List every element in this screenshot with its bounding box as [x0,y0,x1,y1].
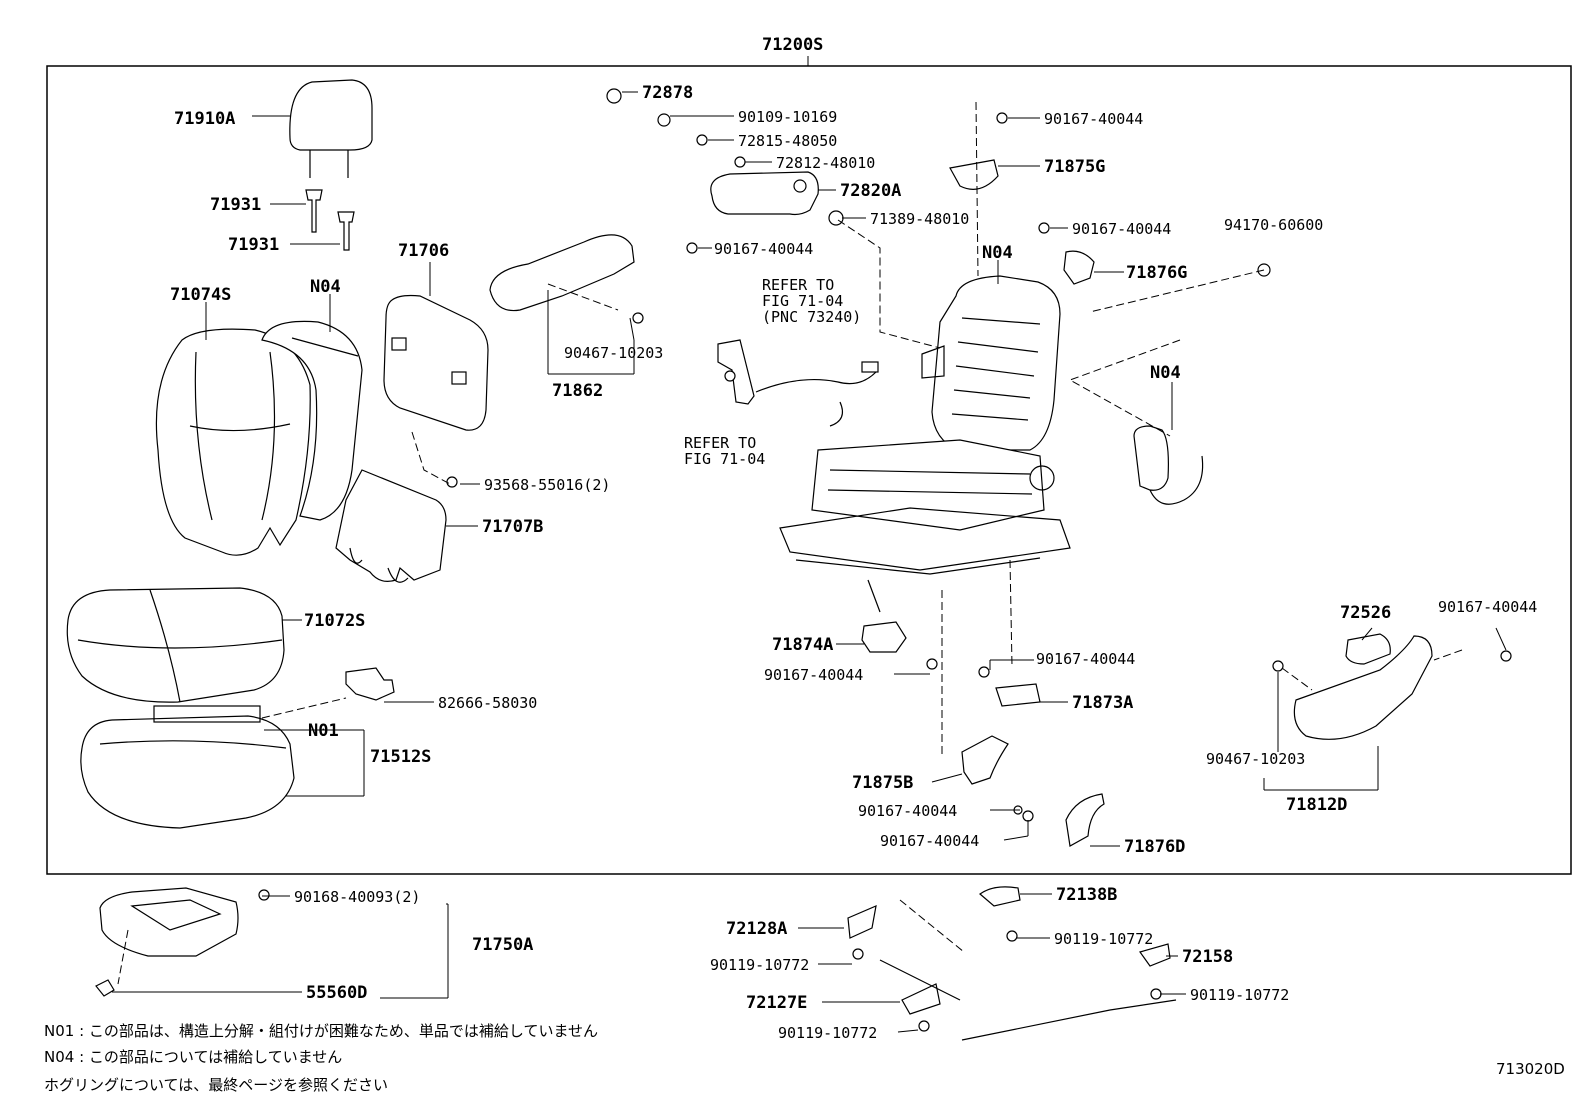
cover-71876G-drawing [1063,250,1095,285]
label-refer-2b: FIG 71-04 [684,450,765,468]
bracket-72128A-drawing [847,905,877,939]
label-72815-48050: 72815-48050 [738,132,837,150]
cover-71873A-drawing [995,683,1041,707]
label-72128A: 72128A [726,919,787,939]
label-82666-58030: 82666-58030 [438,694,537,712]
label-N01: N01 [308,721,339,741]
bracket-72158-drawing [1139,943,1171,967]
label-71812D: 71812D [1286,795,1347,815]
label-71512S: 71512S [370,747,431,767]
label-71875G: 71875G [1044,157,1105,177]
label-71074S: 71074S [170,285,231,305]
label-refer-2: REFER TO [684,434,756,452]
label-90167-40044-h: 90167-40044 [880,832,979,850]
label-90119-10772-a: 90119-10772 [1054,930,1153,948]
seatback-cover-drawing [155,328,311,556]
side-airbag-drawing [1133,425,1204,505]
label-90168-40093: 90168-40093(2) [294,888,420,906]
label-72820A: 72820A [840,181,901,201]
label-90167-40044-a: 90167-40044 [1044,110,1143,128]
label-71707B: 71707B [482,517,543,537]
label-90467-10203-a: 90467-10203 [564,344,663,362]
diagram-code: 713020D [1496,1060,1565,1078]
label-71876G: 71876G [1126,263,1187,283]
label-90167-40044-f: 90167-40044 [764,666,863,684]
notes: N01 : この部品は、構造上分解・組付けが困難なため、単品では補給していません… [44,1022,598,1094]
assembly-dash-lines [117,101,1463,985]
label-N04-a: N04 [310,277,341,297]
label-90109-10169: 90109-10169 [738,108,837,126]
label-71875B: 71875B [852,773,913,793]
note-n01: N01 : この部品は、構造上分解・組付けが困難なため、単品では補給していません [44,1022,598,1040]
label-90167-40044-e: 90167-40044 [1036,650,1135,668]
label-72526: 72526 [1340,603,1391,623]
cover-71874A-drawing [861,621,907,653]
label-90119-10772-b: 90119-10772 [710,956,809,974]
label-refer-1c: (PNC 73240) [762,308,861,326]
label-71862: 71862 [552,381,603,401]
headrest-drawing [289,79,373,178]
label-71706: 71706 [398,241,449,261]
cover-71875B-drawing [961,735,1009,785]
label-90167-40044-b: 90167-40044 [1072,220,1171,238]
bracket-72138B-drawing [979,886,1021,907]
label-94170-60600: 94170-60600 [1224,216,1323,234]
cushion-pad-drawing [80,705,295,829]
label-72812-48010: 72812-48010 [776,154,875,172]
label-90119-10772-d: 90119-10772 [778,1024,877,1042]
cover-71876D-drawing [1065,793,1105,847]
headrest-guide-drawing [305,189,355,251]
knob-drawing [1345,633,1391,665]
label-71389-48010: 71389-48010 [870,210,969,228]
label-90167-40044-d: 90167-40044 [1438,598,1537,616]
label-71910A: 71910A [174,109,235,129]
cushion-cover-drawing [66,587,285,703]
back-panel-drawing [335,469,447,583]
label-90467-10203-b: 90467-10203 [1206,750,1305,768]
label-refer-1b: FIG 71-04 [762,292,843,310]
label-N04-c: N04 [1150,363,1181,383]
label-90119-10772-c: 90119-10772 [1190,986,1289,1004]
assembly-frame [46,65,1572,875]
cover-71875G-drawing [949,159,999,190]
armrest-drawing [710,171,819,216]
fastener-markers [258,88,1512,1032]
label-71931-a: 71931 [210,195,261,215]
label-93568-55016: 93568-55016(2) [484,476,610,494]
shield-71812D-drawing [1293,635,1433,740]
label-55560D: 55560D [306,983,367,1003]
label-N04-b: N04 [982,243,1013,263]
shield-71862-drawing [489,234,635,312]
back-board-drawing [383,294,489,431]
label-71750A: 71750A [472,935,533,955]
bracket-72127E-drawing [901,983,941,1015]
label-71874A: 71874A [772,635,833,655]
label-71873A: 71873A [1072,693,1133,713]
console-box-drawing [95,887,239,997]
floor-line-drawing [879,899,1177,1041]
label-71931-b: 71931 [228,235,279,255]
note-n04: N04 : この部品については補給していません [44,1048,342,1066]
label-72127E: 72127E [746,993,807,1013]
label-71200S: 71200S [762,35,823,55]
label-90167-40044-c: 90167-40044 [714,240,813,258]
label-90167-40044-g: 90167-40044 [858,802,957,820]
belt-buckle-drawing [717,339,879,427]
label-71876D: 71876D [1124,837,1185,857]
label-72878: 72878 [642,83,693,103]
note-hog-ring: ホグリングについては、最終ページを参照ください [44,1076,388,1094]
leader-lines [112,91,1507,1033]
label-72138B: 72138B [1056,885,1117,905]
harness-clip-drawing [345,667,395,701]
seatback-pad-drawing [261,320,363,521]
label-refer-1: REFER TO [762,276,834,294]
part-labels: 71200S 72878 71910A 90109-10169 90167-40… [170,35,1537,1042]
seat-frame-drawing [779,275,1071,613]
label-71072S: 71072S [304,611,365,631]
label-72158: 72158 [1182,947,1233,967]
